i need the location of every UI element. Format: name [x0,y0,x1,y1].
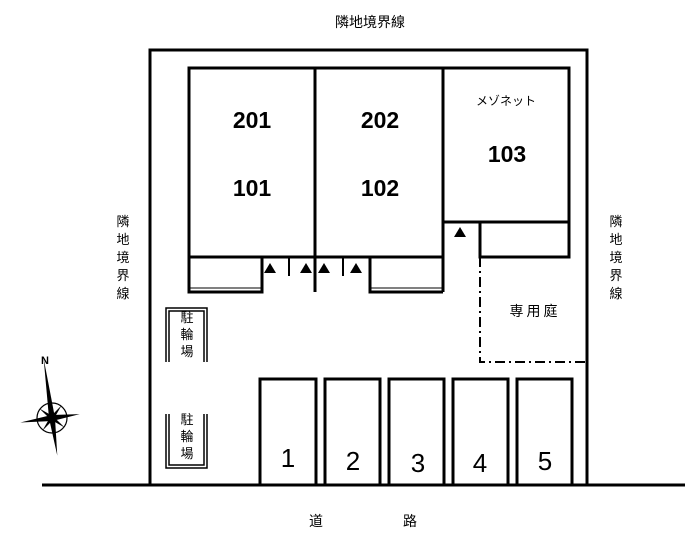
parking-space-2 [323,377,382,487]
entrance-arrow-icon [264,263,276,273]
maisonette-label: メゾネット [476,94,536,108]
unit-label-103: 103 [488,141,526,167]
bicycle-parking-label-1: 駐輪場 [180,311,194,360]
unit-label-202: 202 [361,107,399,133]
parking-number-5: 5 [538,446,552,476]
unit-label-201: 201 [233,107,272,133]
lot-boundary [148,48,589,485]
balcony-102 [368,257,443,294]
boundary-label-left: 隣地境界線 [116,215,130,302]
entrance-arrow-icon [454,227,466,237]
compass-north-label: N [41,355,49,367]
parking-space-3 [387,377,446,487]
parking-number-3: 3 [411,448,425,478]
parking-space-4 [451,377,510,487]
unit-101-201 [187,66,317,259]
parking-number-2: 2 [346,446,360,476]
parking-space-1 [258,377,318,487]
bicycle-rack-1 [165,307,208,362]
private-garden-label: 専用庭 [510,303,561,320]
compass-rose-icon [20,358,80,456]
entrance-arrow-icon [350,263,362,273]
parking-number-4: 4 [473,448,487,478]
bicycle-parking-label-2: 駐輪場 [180,413,194,462]
road-label-1: 道 [309,514,323,530]
balcony-101 [187,257,264,294]
boundary-label-top: 隣地境界線 [335,15,405,31]
unit-102-202 [313,66,445,259]
bicycle-rack-2 [165,414,208,469]
parking-space-5 [515,377,574,487]
parking-number-1: 1 [281,443,295,473]
entrance-arrow-icon [300,263,312,273]
entrance-arrow-icon [318,263,330,273]
boundary-label-right: 隣地境界線 [609,215,623,302]
unit-103-strip [478,220,571,259]
unit-label-101: 101 [233,175,272,201]
unit-label-102: 102 [361,175,399,201]
private-garden-boundary [479,257,587,363]
road-label-2: 路 [403,514,417,530]
